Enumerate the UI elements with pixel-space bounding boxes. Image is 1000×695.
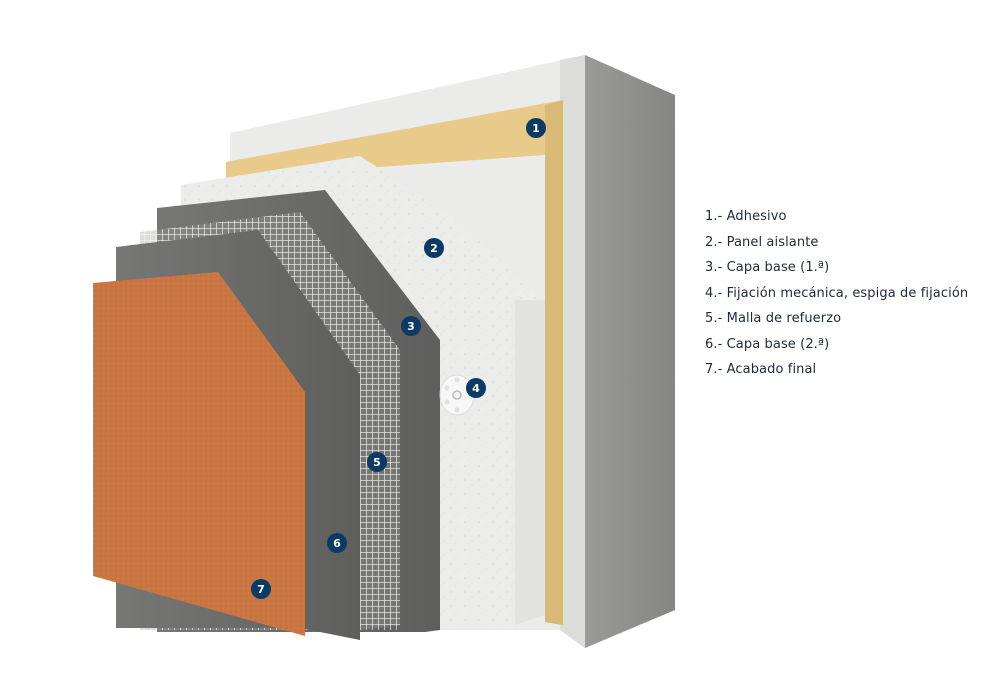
svg-text:3: 3 xyxy=(407,320,415,333)
legend-item-reinforcement-mesh: 5.- Malla de refuerzo xyxy=(705,311,842,326)
badge-3: 3 xyxy=(401,316,421,336)
badge-5: 5 xyxy=(367,452,387,472)
svg-text:1: 1 xyxy=(532,122,540,135)
badge-7: 7 xyxy=(251,579,271,599)
legend-item-adhesive: 1.- Adhesivo xyxy=(705,209,787,224)
layer-adhesive xyxy=(226,100,563,625)
layer-legend: 1.- Adhesivo 2.- Panel aislante 3.- Capa… xyxy=(705,204,968,383)
svg-text:7: 7 xyxy=(257,583,265,596)
badge-4: 4 xyxy=(466,378,486,398)
badge-2: 2 xyxy=(424,238,444,258)
svg-text:5: 5 xyxy=(373,456,381,469)
layer-final-finish xyxy=(93,272,305,636)
legend-item-fixing-anchor: 4.- Fijación mecánica, espiga de fijació… xyxy=(705,285,969,301)
svg-text:6: 6 xyxy=(333,537,341,550)
badge-6: 6 xyxy=(327,533,347,553)
badge-1: 1 xyxy=(526,118,546,138)
legend-item-final-finish: 7.- Acabado final xyxy=(705,362,817,377)
legend-item-base-coat-1: 3.- Capa base (1.ª) xyxy=(705,260,830,275)
legend-item-insulation-panel: 2.- Panel aislante xyxy=(705,234,819,250)
fixing-anchor xyxy=(439,374,475,416)
svg-text:2: 2 xyxy=(430,242,438,255)
svg-text:4: 4 xyxy=(472,382,480,395)
legend-item-base-coat-2: 6.- Capa base (2.ª) xyxy=(705,336,830,352)
